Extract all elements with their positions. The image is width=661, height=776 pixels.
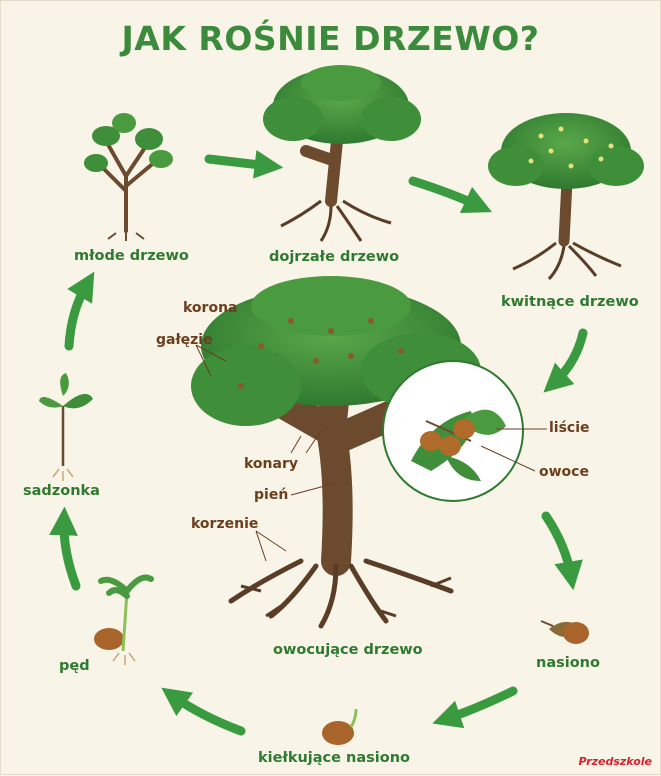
young-tree-image — [84, 113, 173, 241]
label-crown: korona — [183, 300, 238, 316]
label-trunk: pień — [254, 487, 288, 503]
arrow-sprout-to-seedling — [64, 521, 76, 586]
arrow-seedling-to-young — [69, 284, 87, 346]
sprout-image — [94, 578, 151, 666]
label-limbs: konary — [244, 456, 298, 472]
mature-tree-image — [263, 65, 421, 241]
flowering-tree-image — [488, 113, 644, 279]
arrow-flowering-to-fruiting — [554, 333, 583, 383]
label-seed: nasiono — [536, 655, 600, 671]
germinating-seed-image — [322, 709, 356, 745]
label-roots: korzenie — [191, 516, 258, 532]
label-flowering-tree: kwitnące drzewo — [501, 294, 639, 310]
publisher-logo: Przedszkole — [578, 755, 652, 768]
label-seedling: sadzonka — [23, 483, 100, 499]
seedling-image — [39, 373, 93, 481]
acorn-detail-image — [383, 361, 523, 501]
arrow-mature-to-flowering — [413, 181, 479, 206]
label-fruiting-tree: owocujące drzewo — [273, 642, 423, 658]
label-sprout: pęd — [59, 658, 90, 674]
label-leaves: liście — [549, 420, 590, 436]
label-mature-tree: dojrzałe drzewo — [269, 249, 399, 265]
label-germinating-seed: kiełkujące nasiono — [258, 750, 410, 766]
label-young-tree: młode drzewo — [74, 248, 189, 264]
arrow-seed-to-germinating — [446, 691, 513, 719]
label-twigs: gałęzie — [156, 332, 213, 348]
label-fruits: owoce — [539, 464, 589, 480]
arrow-fruiting-to-seed — [546, 516, 571, 576]
arrow-germinating-to-sprout — [173, 696, 241, 731]
arrow-young-to-mature — [209, 159, 269, 166]
seed-image — [541, 621, 589, 644]
